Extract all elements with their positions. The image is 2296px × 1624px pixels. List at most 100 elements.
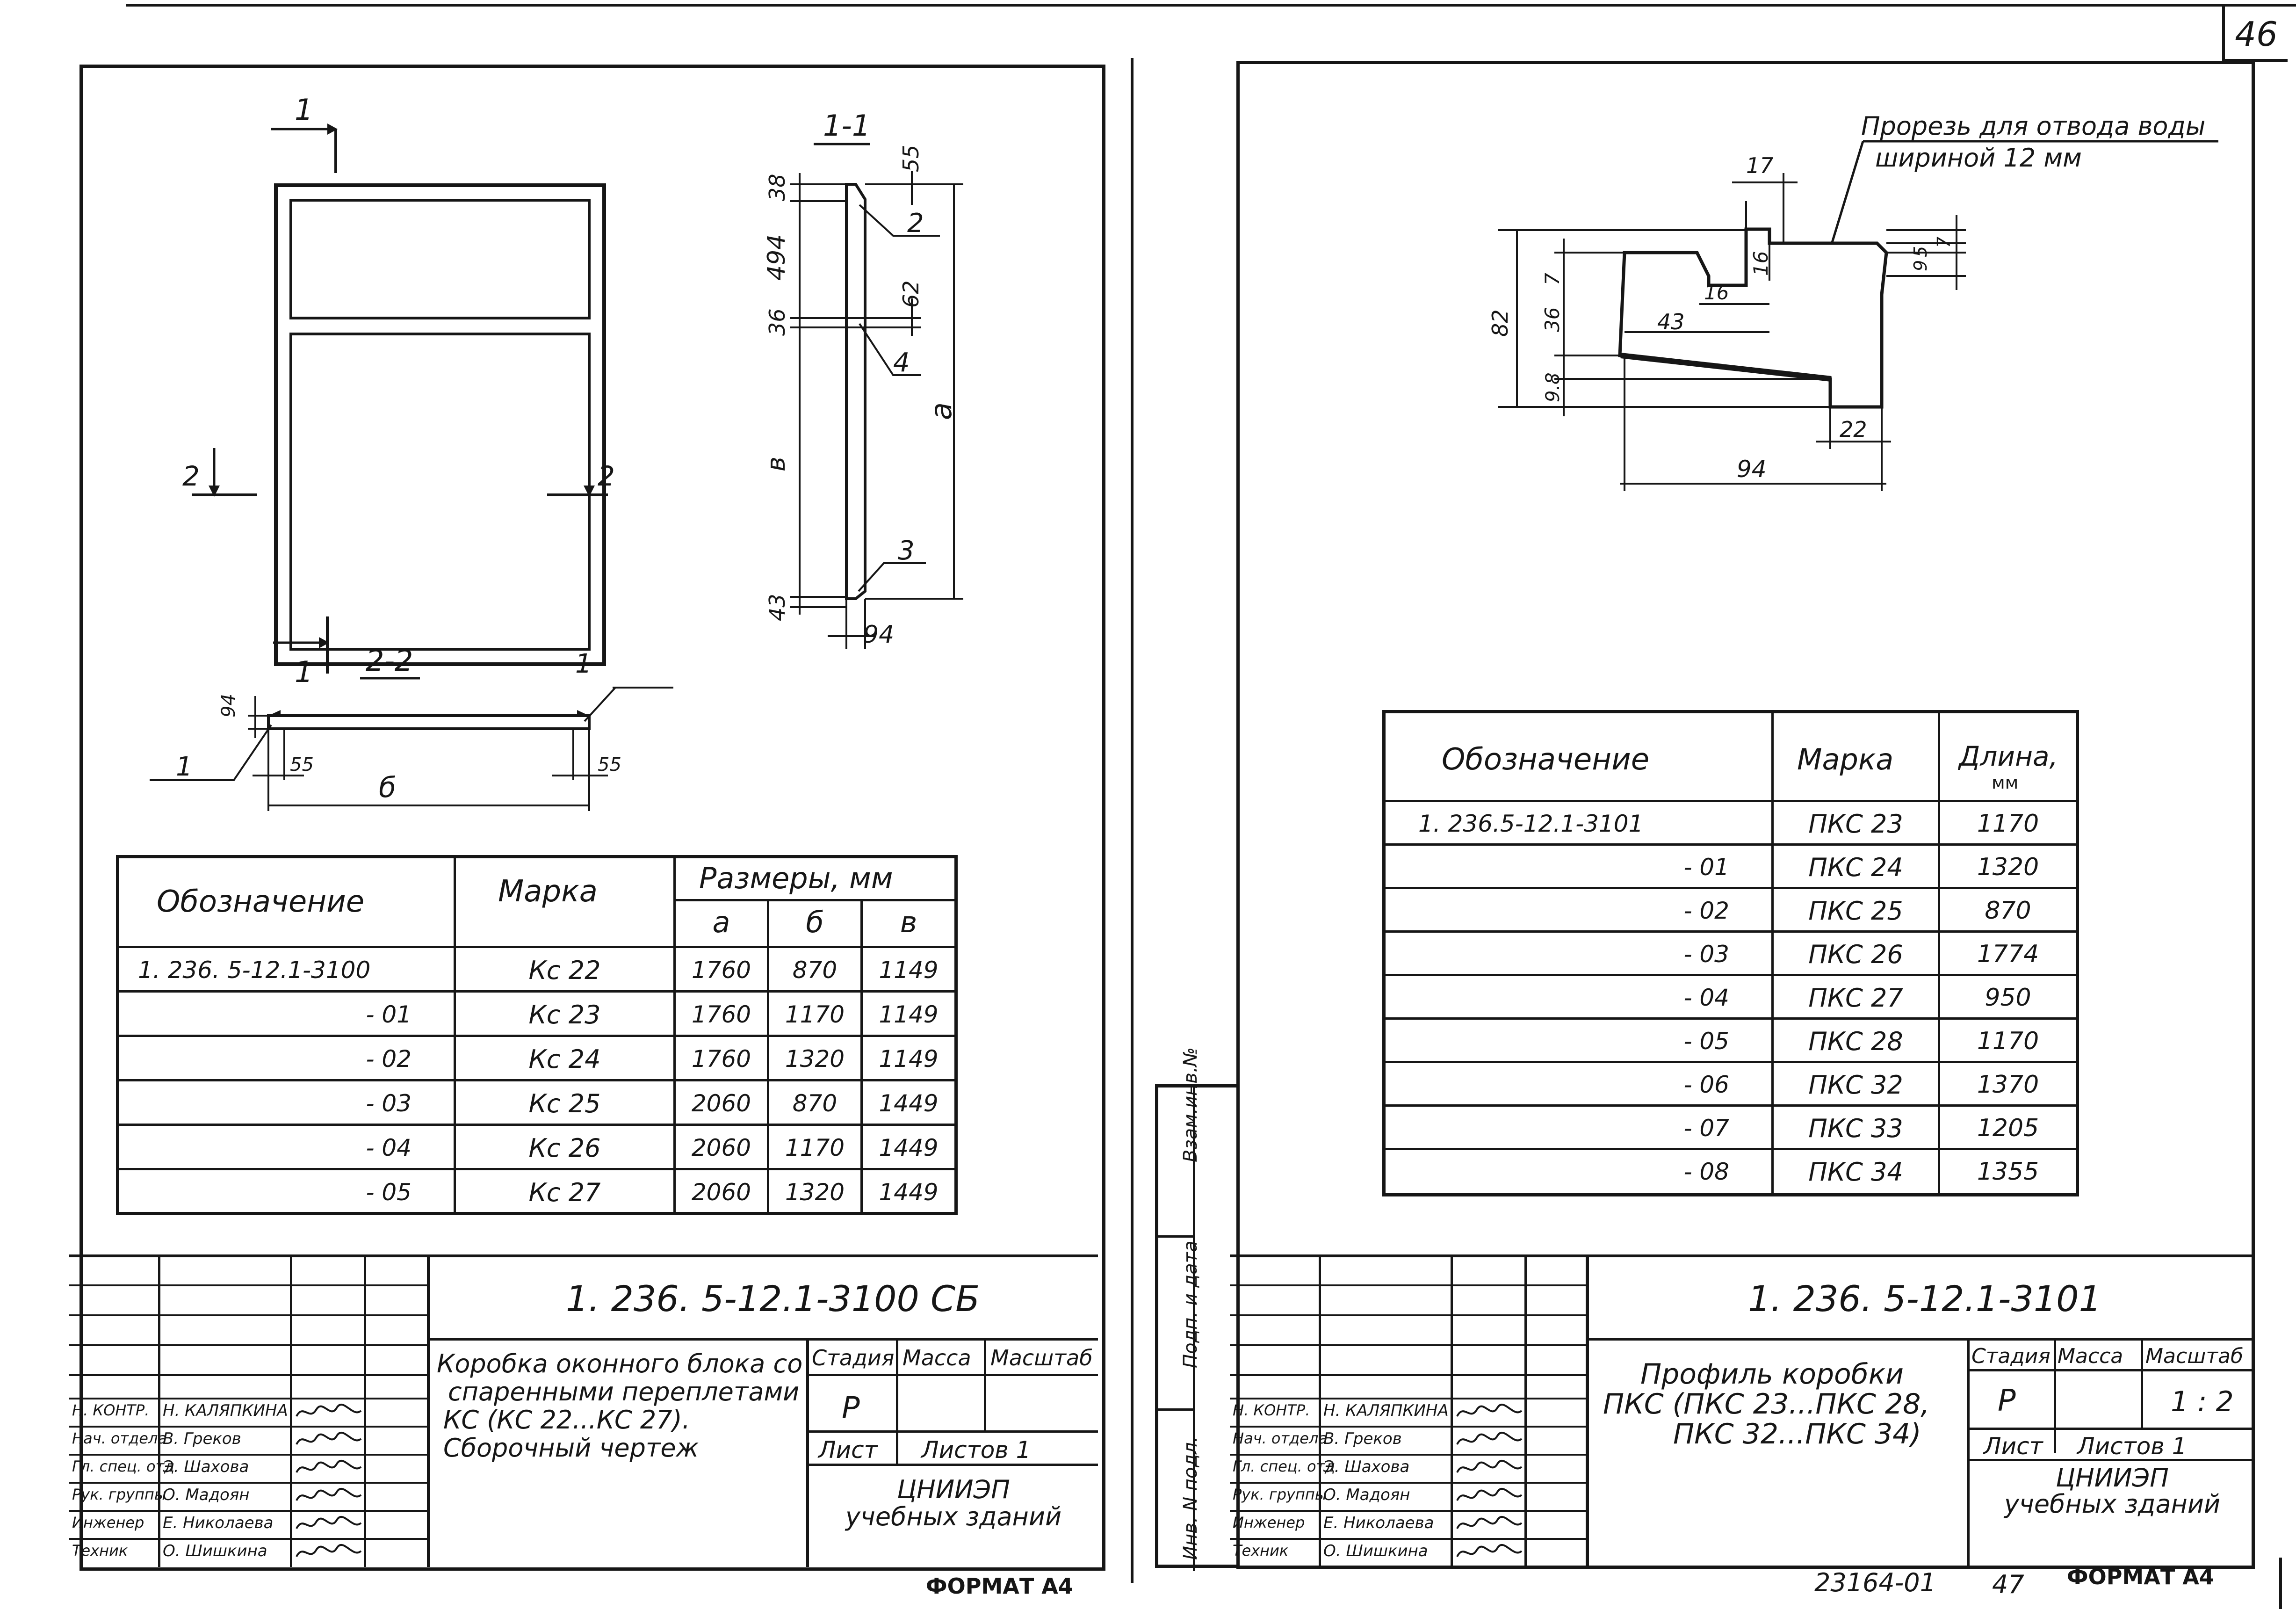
left-cell-designation: - 03 — [119, 1081, 456, 1126]
right-handwritten-signature — [1456, 1432, 1523, 1445]
right-sign-name: О. Шишкина — [1323, 1542, 1428, 1560]
section-2-2-title: 2-2 — [366, 644, 413, 678]
section-1-1-title: 1-1 — [823, 109, 870, 143]
dim-7-left: 7 — [1541, 273, 1564, 285]
section-2-2: 2-2 94 55 б 55 1 1 — [150, 644, 673, 811]
right-cell-mark: ПКС 24 — [1774, 846, 1940, 889]
section-2-label-left: 2 — [182, 460, 200, 492]
right-header-mark: Марка — [1797, 742, 1894, 776]
left-mass-label: Масса — [903, 1345, 971, 1370]
dim-2-2-55-left: 55 — [290, 754, 314, 776]
right-org-line: ЦНИИЭП — [2056, 1463, 2169, 1493]
right-sheets-label: Листов 1 — [2077, 1433, 2187, 1460]
dim-1-1-v: в — [761, 457, 791, 471]
right-cell-length: 870 — [1985, 897, 2031, 925]
right-cell-mark: ПКС 27 — [1774, 976, 1940, 1020]
left-stage-value: Р — [842, 1391, 860, 1426]
dim-43: 43 — [1657, 309, 1685, 334]
left-cell-mark: Кс 22 — [456, 948, 676, 993]
right-cell-designation: - 06 — [1386, 1063, 1774, 1107]
right-cell-length: 950 — [1985, 984, 2031, 1012]
right-org: ЦНИИЭП учебных зданий — [1970, 1465, 2255, 1517]
right-org-line: учебных зданий — [2004, 1489, 2221, 1519]
left-stage-label: Стадия — [812, 1345, 895, 1370]
left-handwritten-signature — [296, 1460, 362, 1473]
dim-82: 82 — [1487, 309, 1513, 337]
right-format-label: ФОРМАТ А4 — [2067, 1564, 2214, 1589]
callout-4: 4 — [893, 348, 910, 378]
left-sign-name: В. Греков — [163, 1429, 241, 1448]
left-cell-a: 1760 — [676, 993, 769, 1037]
dim-17: 17 — [1746, 153, 1774, 178]
left-sign-role: Н. КОНТР. — [72, 1401, 150, 1419]
left-cell-b: 870 — [769, 1081, 863, 1126]
left-cell-designation: - 01 — [119, 993, 456, 1037]
left-org-line: ЦНИИЭП — [897, 1475, 1010, 1504]
left-cell-mark: Кс 24 — [456, 1037, 676, 1081]
right-title-line: Профиль коробки — [1640, 1358, 1904, 1391]
section-marker-2-right: 2 — [547, 448, 615, 497]
left-cell-mark: Кс 25 — [456, 1081, 676, 1126]
left-handwritten-signature — [296, 1516, 362, 1529]
left-cell-designation: 1. 236. 5-12.1-3100 — [119, 948, 456, 993]
left-spec-table: Обозначение Марка Размеры, мм a б в 1. 2… — [116, 855, 958, 1215]
right-sign-role: Н. КОНТР. — [1233, 1401, 1310, 1419]
left-cell-b: 1320 — [769, 1037, 863, 1081]
left-title-line: КС (КС 22...КС 27). — [443, 1405, 690, 1435]
right-sign-name: Э. Шахова — [1323, 1457, 1410, 1476]
right-cell-mark: ПКС 28 — [1774, 1020, 1940, 1063]
right-cell-designation: - 03 — [1386, 933, 1774, 976]
right-side-stamp: Взам.инв.№ Подп. и дата Инв. N подл. — [1155, 1047, 1236, 1571]
left-title-line: Сборочный чертеж — [443, 1433, 699, 1463]
right-cell-length: 1370 — [1977, 1071, 2039, 1099]
left-header-b: б — [806, 905, 824, 939]
left-drawing: 1 2 2 1 1-1 — [150, 93, 963, 811]
right-sign-role: Техник — [1233, 1542, 1289, 1559]
dim-94: 94 — [1737, 456, 1767, 483]
right-cell-length: 1774 — [1977, 940, 2039, 968]
left-org: ЦНИИЭП учебных зданий — [809, 1476, 1098, 1530]
right-title-line: ПКС 32...ПКС 34) — [1673, 1418, 1921, 1450]
left-cell-b: 870 — [769, 948, 863, 993]
dim-2-2-55-right: 55 — [598, 754, 621, 776]
left-sheet[interactable] — [79, 65, 1105, 1571]
left-cell-b: 1170 — [769, 993, 863, 1037]
left-header-sizes: Размеры, мм — [699, 861, 893, 895]
left-cell-v: 1149 — [879, 1045, 939, 1073]
right-handwritten-signature — [1456, 1460, 1523, 1473]
right-cell-mark: ПКС 25 — [1774, 889, 1940, 933]
dim-9: 9 — [1910, 260, 1931, 271]
left-cell-v: 1449 — [879, 1134, 939, 1161]
dim-1-1-62: 62 — [898, 280, 924, 308]
archive-number: 23164-01 — [1814, 1568, 1936, 1597]
dim-9-8: 9.8 — [1542, 372, 1564, 402]
right-cell-designation: - 01 — [1386, 846, 1774, 889]
left-org-line: учебных зданий — [845, 1502, 1062, 1531]
left-handwritten-signature — [296, 1488, 362, 1501]
dim-1-1-36: 36 — [765, 308, 790, 336]
right-handwritten-signature — [1456, 1488, 1523, 1501]
left-sign-name: О. Мадоян — [163, 1486, 250, 1504]
right-sheet[interactable] — [1236, 61, 2255, 1569]
left-handwritten-signature — [296, 1404, 362, 1417]
right-handwritten-signature — [1456, 1404, 1523, 1417]
left-handwritten-signature — [296, 1544, 362, 1557]
